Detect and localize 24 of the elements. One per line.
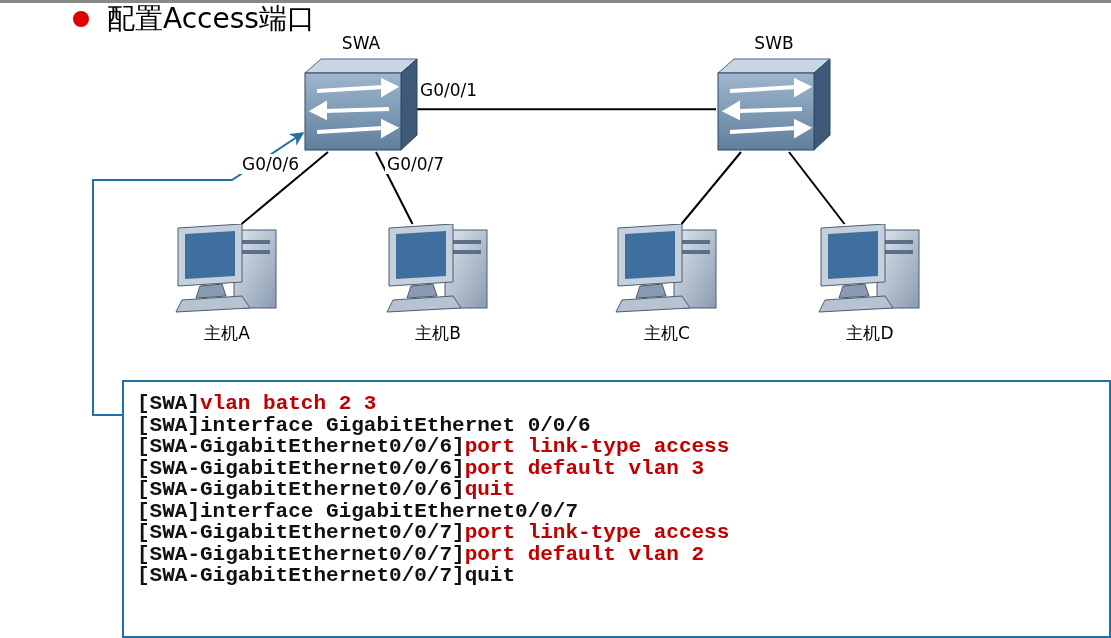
device-name: SWA [340, 33, 382, 53]
code-line: [SWA]interface GigabitEthernet 0/0/6 [137, 414, 591, 436]
code-panel [122, 380, 1111, 638]
code-line: [SWA-GigabitEthernet0/0/6]quit [137, 479, 516, 500]
link-line [375, 151, 414, 225]
code-line: [SWA]vlan batch 2 3 [137, 393, 377, 414]
device-name: SWB [753, 33, 795, 53]
host-name: 主机B [414, 322, 462, 345]
host-name: 主机C [643, 322, 691, 345]
arrow [92, 132, 305, 416]
code-line: [SWA-GigabitEthernet0/0/7]quit [137, 565, 516, 586]
code-line: [SWA-GigabitEthernet0/0/6]port link-type access [137, 436, 730, 457]
host-name: 主机D [845, 322, 895, 345]
title: 配置Access端口 [107, 2, 315, 36]
code-line: [SWA-GigabitEthernet0/0/6]port default vlan 3 [137, 457, 705, 479]
code-line: [SWA-GigabitEthernet0/0/7]port default vlan 2 [137, 543, 705, 565]
host-name: 主机A [203, 322, 251, 345]
code-line: [SWA-GigabitEthernet0/0/7]port link-type access [137, 522, 730, 543]
link-line [240, 151, 329, 225]
port-label: G0/0/6 [240, 154, 302, 174]
link-line [680, 151, 742, 225]
link-line [788, 151, 846, 225]
link-line [416, 108, 717, 111]
code-line: [SWA]interface GigabitEthernet0/0/7 [137, 500, 579, 522]
